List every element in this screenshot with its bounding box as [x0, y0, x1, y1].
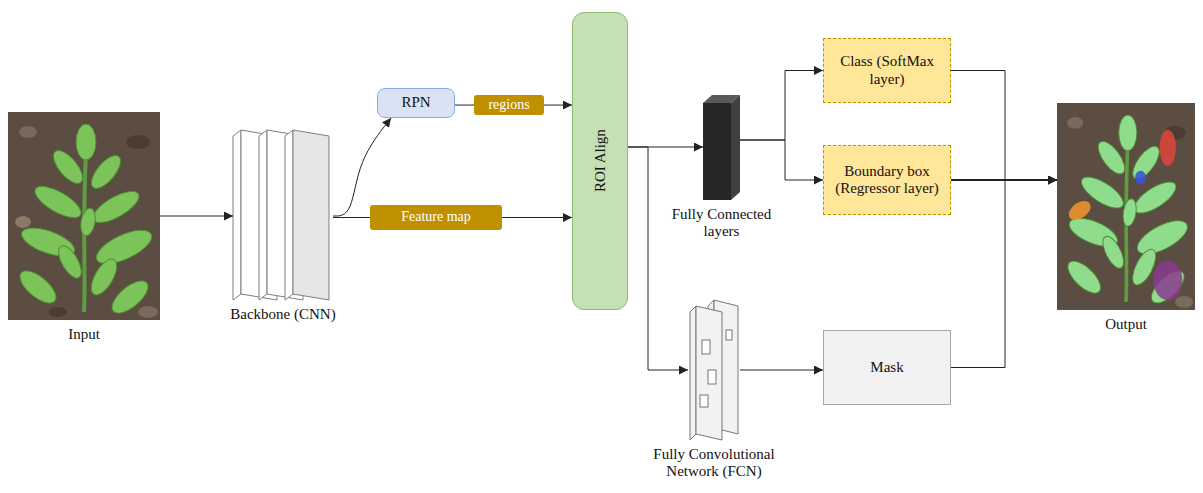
roi-align-bar: ROI Align	[572, 12, 628, 310]
node-label: regions	[488, 97, 529, 113]
connector-arrow	[740, 140, 823, 180]
node-label: Feature map	[401, 209, 471, 225]
node-label: Class (SoftMax layer)	[830, 53, 944, 88]
connector-arrow	[544, 105, 572, 106]
fcn-layers	[690, 300, 738, 440]
node-label: Mask	[870, 359, 903, 376]
input-photo	[8, 112, 160, 320]
fc-block: Fully Connected layers	[703, 95, 740, 200]
connector-arrow	[502, 217, 572, 218]
bbox-box: Boundary box (Regressor layer)	[823, 145, 951, 215]
figure-caption: Input	[34, 326, 134, 343]
connector-arrow	[740, 370, 823, 371]
node-label: ROI Align	[591, 130, 608, 193]
connector-arrow	[951, 180, 1057, 368]
rpn-box: RPN	[377, 88, 455, 118]
input-image: Input	[8, 112, 160, 320]
fcn-block: Fully Convolutional Network (FCN)	[688, 300, 740, 440]
node-label: RPN	[401, 94, 430, 111]
figure-caption: Output	[1076, 316, 1176, 333]
backbone-layers	[233, 130, 329, 300]
figure-caption: Backbone (CNN)	[208, 306, 358, 323]
connector-arrow	[160, 216, 233, 217]
regions-tag: regions	[474, 95, 544, 115]
connector-arrow	[333, 217, 370, 218]
connector-arrow	[951, 71, 1057, 181]
connector-arrow	[455, 105, 474, 106]
fc-block	[703, 95, 740, 200]
connector-arrow	[740, 71, 823, 141]
connector-arrow	[333, 118, 391, 216]
feature-map-tag: Feature map	[370, 205, 502, 230]
output-image: Output	[1057, 103, 1195, 310]
connector-arrow	[628, 147, 688, 370]
class-box: Class (SoftMax layer)	[823, 38, 951, 103]
figure-caption: Fully Convolutional Network (FCN)	[639, 446, 789, 481]
mask-box: Mask	[823, 330, 951, 405]
output-photo	[1057, 103, 1195, 310]
figure-caption: Fully Connected layers	[662, 206, 782, 241]
node-label: Boundary box (Regressor layer)	[830, 163, 944, 198]
backbone-stack: Backbone (CNN)	[233, 130, 333, 300]
